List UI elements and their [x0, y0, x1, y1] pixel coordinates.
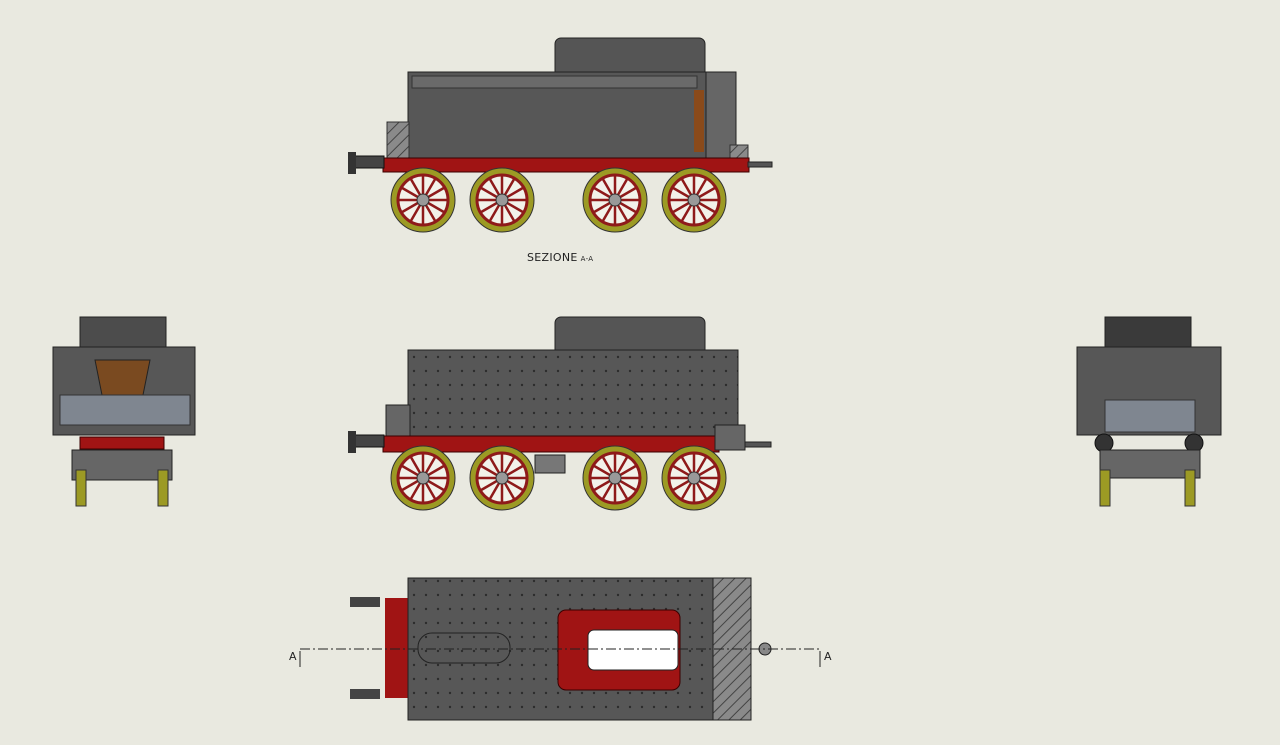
top-view: [299, 577, 821, 721]
section-side-view: [348, 37, 773, 233]
wheel: [661, 445, 727, 511]
rear-view: [1076, 316, 1222, 507]
side-view: [348, 316, 772, 511]
wheel: [390, 167, 456, 233]
cut-marker-left: A: [289, 650, 297, 663]
section-title: SEZIONE: [527, 251, 578, 264]
wheel: [469, 445, 535, 511]
wheel: [390, 445, 456, 511]
front-view: [52, 316, 196, 507]
cut-marker-right: A: [824, 650, 832, 663]
wheel: [469, 167, 535, 233]
wheel: [582, 445, 648, 511]
section-suffix: A-A: [580, 255, 594, 263]
wheel: [661, 167, 727, 233]
wheel: [582, 167, 648, 233]
